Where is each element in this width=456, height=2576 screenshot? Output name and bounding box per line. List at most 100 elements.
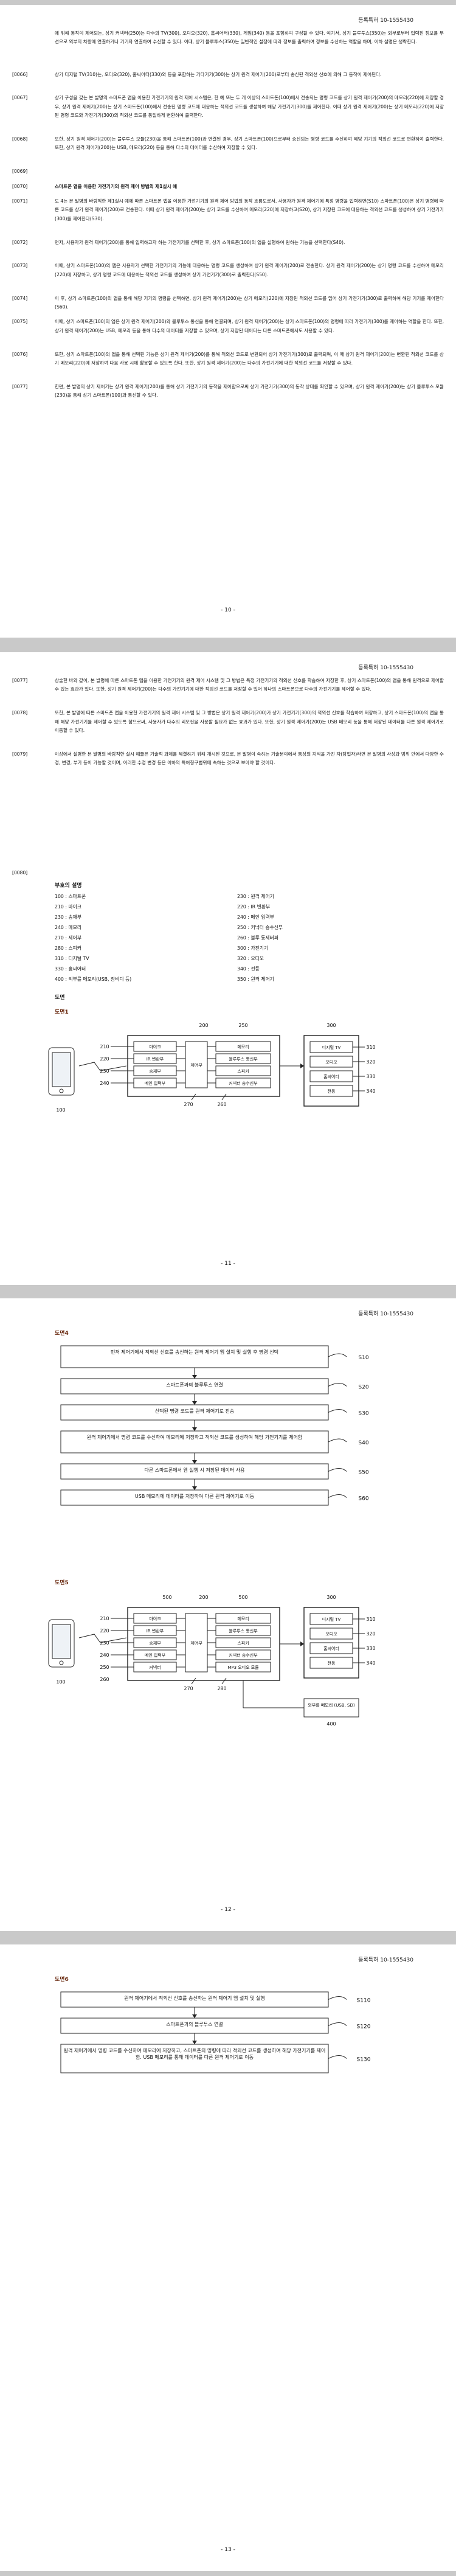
ref-number: 320 bbox=[366, 1631, 375, 1637]
left-block-label: 마이크 bbox=[149, 1044, 161, 1050]
step-leader bbox=[328, 1996, 347, 2000]
paragraph-number: [0078] bbox=[12, 710, 28, 716]
ref-number: 230 bbox=[100, 1068, 109, 1074]
arrow-head bbox=[192, 1460, 197, 1464]
mid-block-label: 블루투스 통신부 bbox=[229, 1628, 258, 1634]
symbol-entry: 280 : 스피커 bbox=[55, 945, 81, 951]
flow-step-text: 다른 스마트폰에서 앱 실행 시 저장된 데이터 사용 bbox=[144, 1467, 245, 1473]
figure-1-label: 도면1 bbox=[55, 1009, 69, 1015]
flow-step-text-wrap: 원격 제어기에서 명령 코드를 수신하여 메모리에 저장하고 적외선 코드를 생… bbox=[86, 1435, 303, 1440]
left-block-label: 커넥터 bbox=[149, 1665, 161, 1670]
ref-number: 220 bbox=[100, 1056, 109, 1062]
phone-button bbox=[59, 1088, 64, 1093]
paragraph-text: 도 4는 본 발명의 바람직한 제1실시 예에 따른 스마트폰 앱을 이용한 가… bbox=[55, 198, 444, 221]
device-block-label: 전등 bbox=[328, 1660, 336, 1666]
main-ref-label: 250 bbox=[238, 1023, 247, 1028]
ref-number: 250 bbox=[100, 1665, 109, 1670]
flow-step-text-wrap: 먼저 제어기에서 적외선 신호를 송신하는 원격 제어기 앱 설치 및 실행 후… bbox=[111, 1349, 278, 1355]
drawing-section-title: 도면 bbox=[55, 995, 65, 1001]
paragraph-number: [0067] bbox=[12, 95, 28, 101]
leader-line bbox=[221, 1677, 227, 1685]
paragraph-text: 상기 구성을 갖는 본 발명의 스마트폰 앱을 이용한 가전기기의 원격 제어 … bbox=[55, 95, 444, 119]
paragraph-number: [0066] bbox=[12, 71, 28, 77]
leader-line bbox=[191, 1677, 196, 1685]
arrow-head bbox=[192, 2041, 197, 2044]
ref-number: 330 bbox=[366, 1074, 375, 1079]
devices-ref-label: 300 bbox=[326, 1595, 336, 1600]
flow-step-text: 원격 제어기에서 명령 코드를 수신하여 메모리에 저장하고 적외선 코드를 생… bbox=[86, 1435, 303, 1440]
flow-step-text: 선택된 명령 코드를 원격 제어기로 전송 bbox=[154, 1408, 235, 1414]
paragraph-text: 상기 디지털 TV(310)는, 오디오(320), 홈씨어터(330)와 등을… bbox=[55, 71, 382, 77]
step-leader bbox=[328, 1468, 347, 1472]
control-block bbox=[185, 1041, 208, 1088]
usb-ref-label: 400 bbox=[326, 1721, 336, 1727]
flow-step-text: 먼저 제어기에서 적외선 신호를 송신하는 원격 제어기 앱 설치 및 실행 후… bbox=[111, 1349, 278, 1355]
paragraph-text: 또한, 본 발명에 따른 스마트폰 앱을 이용한 가전기기의 원격 제어 시스템… bbox=[55, 710, 444, 733]
ref-number: 270 bbox=[184, 1102, 193, 1107]
symbol-entry: 310 : 디지털 TV bbox=[55, 956, 89, 961]
paragraph-text: 이때, 상기 스마트폰(100)의 앱은 상기 원격 제어기(200)와 블루투… bbox=[55, 319, 444, 333]
left-block-label: IR 변환부 bbox=[147, 1628, 164, 1634]
patent-header: 등록특허 10-1555430 bbox=[358, 1311, 413, 1317]
flow-step-box bbox=[60, 1489, 329, 1506]
paragraph-number: [0068] bbox=[12, 136, 28, 142]
paragraph-number: [0079] bbox=[12, 751, 28, 757]
bluetooth-link bbox=[78, 1062, 127, 1071]
symbol-entry: 400 : 외부를 메모리(USB, 장비디 등) bbox=[55, 976, 132, 982]
page-number: - 11 - bbox=[221, 1261, 235, 1267]
flow-step-text-wrap: 원격 제어기에서 명령 코드를 수신하여 메모리에 저장하고, 스마트폰의 명령… bbox=[64, 2048, 326, 2060]
step-code: S50 bbox=[358, 1470, 368, 1476]
ref-number: 240 bbox=[100, 1652, 109, 1658]
symbol-row: 310 : 디지털 TV 320 : 오디오 bbox=[55, 955, 420, 966]
paragraph-number: [0080] bbox=[12, 870, 28, 875]
phone-ref-label: 100 bbox=[56, 1679, 65, 1685]
paragraph-text: 상술한 바와 같이, 본 발명에 따른 스마트폰 앱을 이용한 가전기기의 원격… bbox=[55, 678, 444, 692]
paragraph-text: 이때, 상기 스마트폰(100)의 앱은 사용자가 선택한 가전기기의 기능에 … bbox=[55, 263, 444, 277]
mid-block-label: 메모리 bbox=[237, 1616, 249, 1621]
paragraph-number: [0076] bbox=[12, 351, 28, 357]
ref-number: 340 bbox=[366, 1088, 375, 1094]
arrow-head bbox=[300, 1063, 304, 1068]
paragraph-text: 에 위해 동작이 제어되는, 상기 커넥터(250)는 다수의 TV(300),… bbox=[55, 30, 444, 45]
flow-step-text: USB 메모리에 데이터를 저장하여 다른 원격 제어기로 이동 bbox=[134, 1494, 255, 1499]
leader-line bbox=[191, 1093, 196, 1101]
paragraph-number: [0075] bbox=[12, 319, 28, 325]
left-block-label: 메인 입력부 bbox=[145, 1652, 166, 1658]
ref-number: 330 bbox=[366, 1646, 375, 1651]
paragraph-number: [0072] bbox=[12, 239, 28, 245]
mid-block-label: 스피커 bbox=[237, 1068, 249, 1074]
paragraph-number: [0073] bbox=[12, 263, 28, 269]
main-ref-label: 500 bbox=[162, 1595, 171, 1600]
figure-4-label: 도면4 bbox=[55, 1331, 69, 1337]
arrow-head bbox=[192, 1486, 197, 1490]
symbol-entry: 320 : 오디오 bbox=[237, 956, 264, 961]
symbol-entry: 250 : 커넥터 송수신부 bbox=[237, 925, 283, 930]
symbol-row: 280 : 스피커 300 : 가전기기 bbox=[55, 945, 420, 955]
symbol-row: 400 : 외부를 메모리(USB, 장비디 등)350 : 원격 제어기 bbox=[55, 976, 420, 986]
control-block-label: 제어부 bbox=[190, 1062, 202, 1068]
phone-screen bbox=[52, 1052, 71, 1087]
step-leader bbox=[328, 2022, 347, 2026]
page-number: - 12 - bbox=[221, 1907, 235, 1913]
patent-header: 등록특허 10-1555430 bbox=[358, 665, 413, 671]
ref-number: 240 bbox=[100, 1081, 109, 1086]
ref-number: 310 bbox=[366, 1045, 375, 1050]
symbol-entry: 270 : 제어부 bbox=[55, 935, 81, 941]
symbol-entry: 300 : 가전기기 bbox=[237, 945, 269, 951]
page-2: 등록특허 10-1555430 [0080] 부호의 설명 100 : 스마트폰… bbox=[0, 652, 456, 1285]
step-code: S110 bbox=[357, 1998, 371, 2004]
arrow-head bbox=[192, 1401, 197, 1405]
paragraph-number: [0074] bbox=[12, 295, 28, 301]
device-block-label: 디지털 TV bbox=[322, 1045, 341, 1050]
mid-block-label: 커넥터 송수신부 bbox=[229, 1652, 258, 1658]
step-leader bbox=[328, 1409, 347, 1413]
step-leader bbox=[328, 1353, 347, 1357]
figure-5-label: 도면5 bbox=[55, 1580, 69, 1586]
flow-step-box bbox=[60, 1430, 329, 1453]
